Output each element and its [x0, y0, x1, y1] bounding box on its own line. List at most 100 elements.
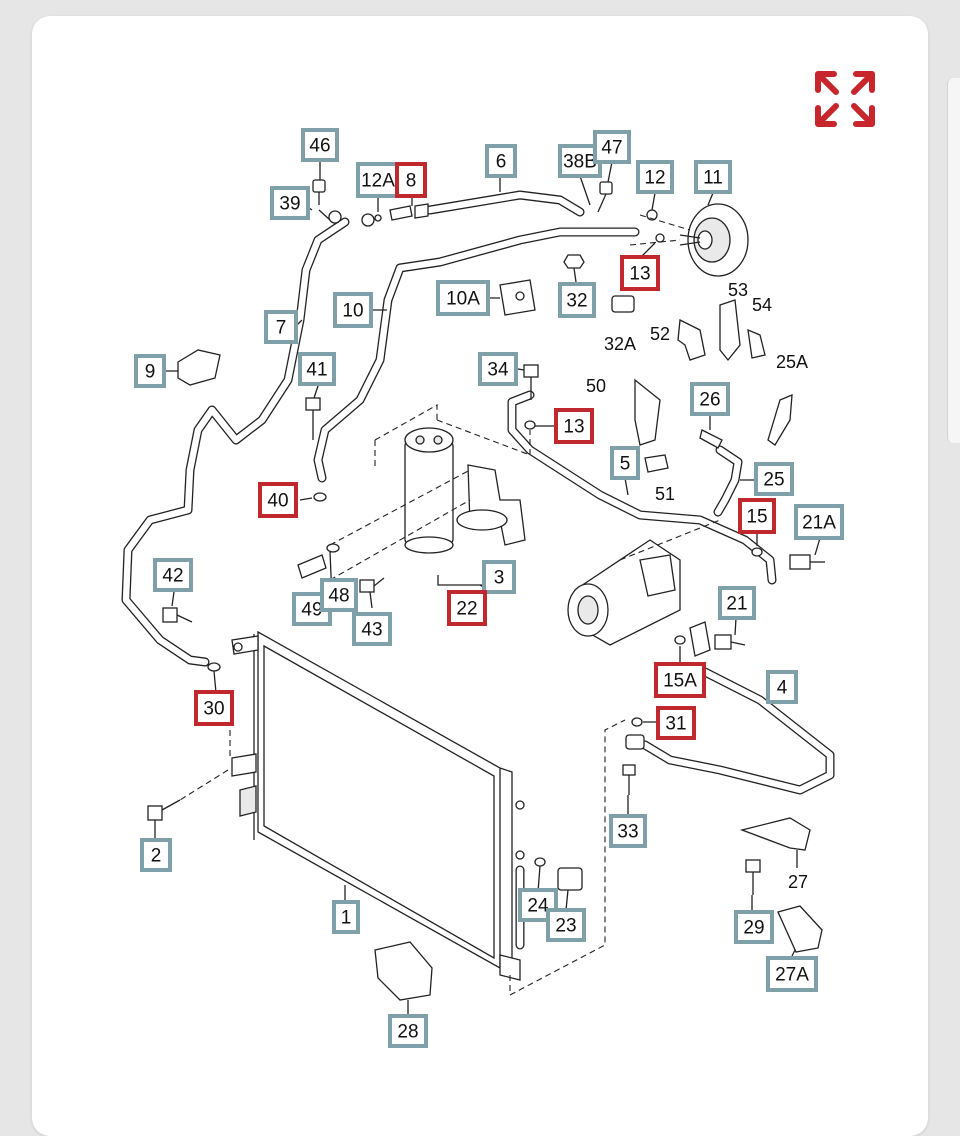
- callout-5: 5: [610, 446, 640, 480]
- condenser-drawing: [231, 630, 525, 981]
- callout-label: 15A: [663, 671, 697, 692]
- callout-label: 7: [276, 318, 287, 339]
- expand-arrows-icon: [815, 71, 875, 127]
- part-label-51: 51: [655, 484, 675, 504]
- part-label-32a: 32A: [604, 334, 636, 354]
- callout-15: 15: [738, 498, 776, 534]
- callout-label: 6: [496, 152, 507, 173]
- callout-label: 23: [555, 916, 576, 937]
- callout-label: 21: [726, 594, 747, 615]
- svg-text:25A: 25A: [776, 352, 808, 372]
- callout-43: 43: [352, 612, 392, 646]
- fittings-and-brackets: [147, 179, 825, 1001]
- svg-text:53: 53: [728, 280, 748, 300]
- callout-21a: 21A: [794, 504, 844, 540]
- callout-label: 8: [406, 171, 417, 192]
- callout-25: 25: [754, 462, 794, 496]
- callout-2: 2: [140, 838, 172, 872]
- callout-3: 3: [482, 560, 516, 594]
- part-label-50: 50: [586, 376, 606, 396]
- callout-label: 41: [306, 360, 327, 381]
- callout-1: 1: [332, 900, 360, 934]
- callout-label: 12: [644, 168, 665, 189]
- callout-label: 3: [494, 568, 505, 589]
- callout-41: 41: [298, 352, 336, 386]
- callout-26: 26: [690, 382, 730, 416]
- callout-label: 2: [151, 846, 162, 867]
- part-label-25a: 25A: [776, 352, 808, 372]
- callout-8: 8: [395, 162, 427, 198]
- callout-12: 12: [636, 160, 674, 194]
- part-label-52: 52: [650, 324, 670, 344]
- callout-label: 34: [487, 360, 509, 381]
- svg-text:51: 51: [655, 484, 675, 504]
- callout-28: 28: [388, 1014, 428, 1048]
- callout-34: 34: [478, 352, 518, 386]
- callout-12a: 12A: [356, 162, 400, 198]
- callout-label: 21A: [802, 513, 836, 534]
- scrollbar-edge[interactable]: [947, 78, 960, 443]
- callout-label: 25: [763, 470, 784, 491]
- callout-21: 21: [718, 586, 756, 620]
- callout-10: 10: [333, 292, 373, 328]
- callout-30: 30: [194, 690, 234, 726]
- callout-label: 40: [267, 491, 288, 512]
- callout-7: 7: [264, 310, 298, 344]
- callout-13b: 13: [554, 408, 594, 444]
- callout-31: 31: [656, 706, 696, 740]
- callout-label: 13: [629, 264, 650, 285]
- refrigerant-lines: [121, 190, 835, 950]
- svg-text:54: 54: [752, 295, 772, 315]
- compressor-body-drawing: [567, 539, 711, 657]
- callout-label: 30: [203, 699, 224, 720]
- callout-9: 9: [134, 354, 166, 388]
- callout-6: 6: [485, 144, 517, 178]
- callout-label: 29: [743, 918, 764, 939]
- callout-label: 31: [665, 714, 686, 735]
- callout-label: 47: [601, 138, 622, 159]
- callout-label: 1: [341, 908, 352, 929]
- leader-lines: [154, 161, 821, 1016]
- part-label-53: 53: [728, 280, 748, 300]
- callout-label: 26: [699, 390, 720, 411]
- callout-label: 5: [620, 454, 631, 475]
- callout-label: 9: [145, 362, 156, 383]
- callout-46: 46: [301, 128, 339, 162]
- callout-label: 49: [301, 600, 322, 621]
- part-label-27: 27: [788, 872, 808, 892]
- callout-label: 4: [777, 678, 788, 699]
- callout-22: 22: [447, 590, 487, 626]
- svg-text:52: 52: [650, 324, 670, 344]
- callout-40: 40: [258, 482, 298, 518]
- callout-label: 27A: [775, 965, 809, 986]
- callout-label: 38B: [563, 152, 597, 173]
- callout-39: 39: [270, 186, 310, 220]
- callout-11: 11: [694, 160, 732, 194]
- parts-diagram: 463912A8638B4712111310A32107941341326525…: [121, 128, 844, 1048]
- callout-label: 33: [617, 822, 638, 843]
- callout-4: 4: [766, 670, 798, 704]
- callout-10a: 10A: [436, 280, 490, 316]
- callout-label: 11: [703, 168, 723, 189]
- svg-text:50: 50: [586, 376, 606, 396]
- callout-label: 48: [328, 586, 349, 607]
- callout-label: 10: [342, 301, 363, 322]
- callout-label: 42: [162, 566, 183, 587]
- callout-label: 39: [279, 194, 300, 215]
- callout-13a: 13: [620, 255, 660, 291]
- callout-label: 10A: [446, 289, 480, 310]
- callout-label: 43: [361, 620, 382, 641]
- callout-33: 33: [609, 814, 647, 848]
- callout-label: 12A: [361, 171, 395, 192]
- expand-button[interactable]: [812, 68, 878, 130]
- callout-32: 32: [558, 282, 596, 318]
- callout-label: 28: [397, 1022, 418, 1043]
- svg-text:32A: 32A: [604, 334, 636, 354]
- callout-label: 24: [527, 896, 549, 917]
- part-label-54: 54: [752, 295, 772, 315]
- callout-15a: 15A: [654, 662, 706, 698]
- callout-48: 48: [320, 578, 358, 612]
- callout-42: 42: [153, 558, 193, 592]
